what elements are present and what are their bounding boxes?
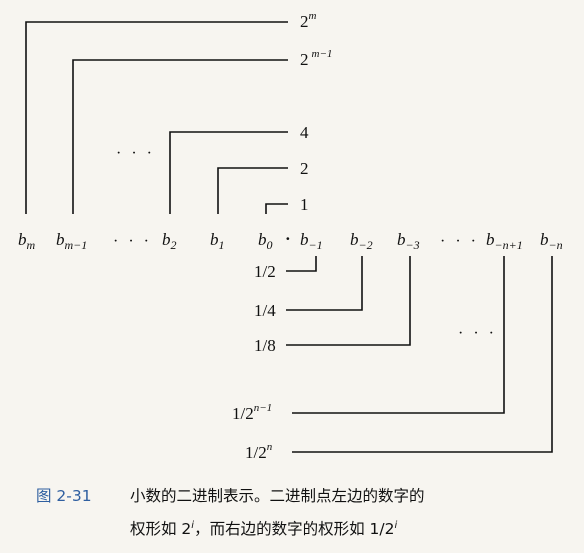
caption-line-2b: ，而右边的数字的权形如 1/2 — [194, 520, 395, 539]
weight-line-1-2n-1 — [292, 256, 505, 414]
bit-b-m: bm — [18, 230, 36, 252]
weight-line-1-8 — [286, 256, 411, 346]
binary-point: · — [285, 229, 291, 248]
weight-line-1-2 — [286, 256, 317, 272]
figure-label: 图 2-31 — [36, 487, 92, 505]
weight-label-2m: 2m — [300, 10, 317, 31]
weight-line-2m-1 — [72, 59, 288, 214]
bit-b-1: b1 — [210, 230, 225, 252]
weight-line-1-2n — [292, 256, 553, 453]
weight-line-1 — [265, 203, 288, 214]
weight-label-2: 2 — [300, 159, 309, 178]
ellipsis-upper-left: · · · — [116, 145, 155, 162]
weight-label-1-2: 1/2 — [254, 262, 276, 281]
bit-b-neg-n-plus-1: b−n+1 — [486, 230, 523, 252]
bit-b-m-1: bm−1 — [56, 230, 87, 252]
weight-label-1-2n: 1/2n — [245, 441, 273, 462]
weight-line-1-4 — [286, 256, 363, 311]
ellipsis-lower-right: · · · — [458, 325, 497, 342]
bit-b-2: b2 — [162, 230, 177, 252]
weight-line-2m — [25, 21, 288, 214]
weight-label-1: 1 — [300, 195, 309, 214]
weight-line-2 — [217, 167, 288, 214]
weight-label-1-2n-1: 1/2n−1 — [232, 402, 272, 423]
caption-sup-2: i — [394, 520, 398, 531]
bit-b-neg-3: b−3 — [397, 230, 420, 252]
ellipsis-bits-right: · · · — [440, 233, 479, 250]
bit-b-neg-1: b−1 — [300, 230, 323, 252]
bit-b-neg-2: b−2 — [350, 230, 373, 252]
weight-label-1-4: 1/4 — [254, 301, 276, 320]
bit-b-0: b0 — [258, 230, 273, 252]
caption-line-1: 小数的二进制表示。二进制点左边的数字的 — [130, 487, 425, 505]
weight-label-4: 4 — [300, 123, 309, 142]
caption-line-2a: 权形如 2 — [130, 520, 192, 539]
bit-b-neg-n: b−n — [540, 230, 563, 252]
caption-sup-1: i — [191, 520, 195, 531]
weight-label-1-8: 1/8 — [254, 336, 276, 355]
weight-line-4 — [169, 131, 288, 214]
ellipsis-bits-left: · · · — [113, 233, 152, 250]
